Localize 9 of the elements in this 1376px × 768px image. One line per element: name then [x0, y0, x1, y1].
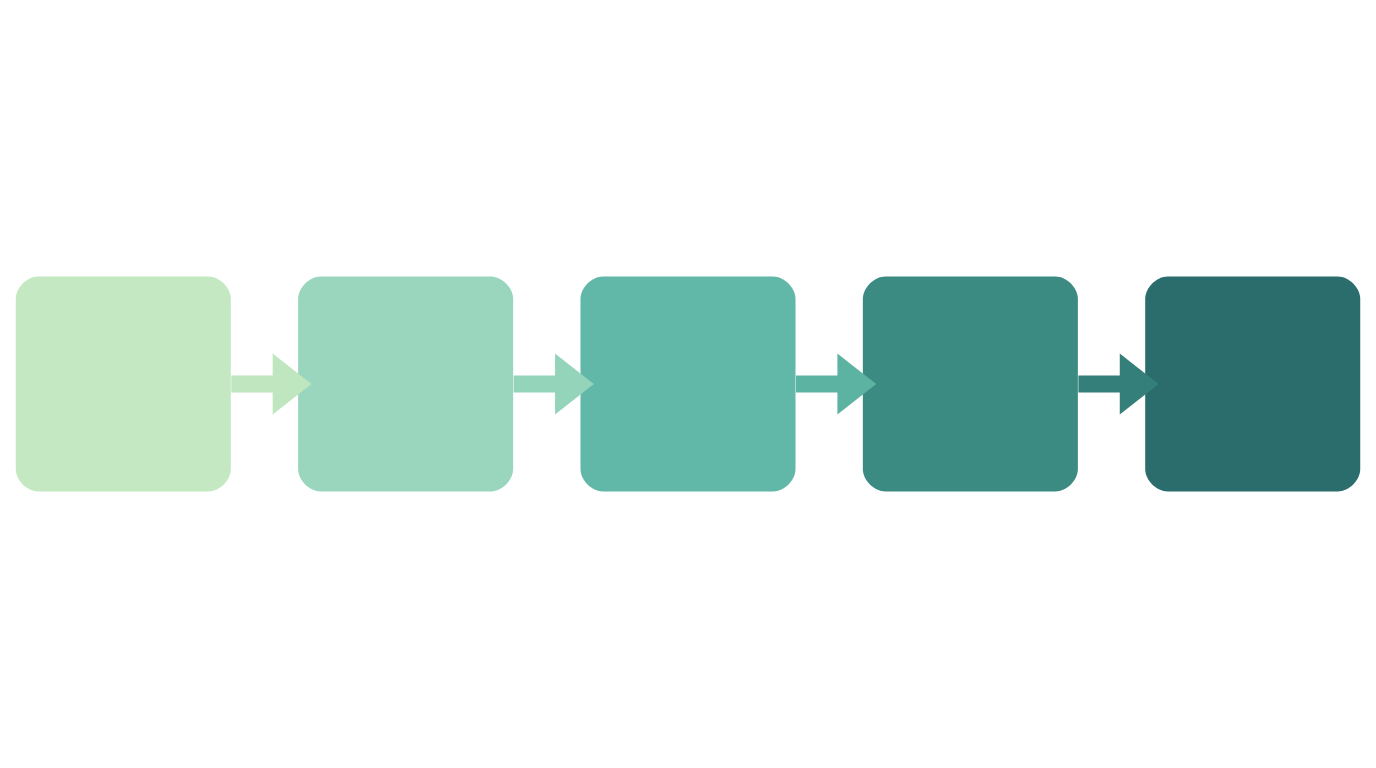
arrow: [231, 353, 312, 415]
node-box: [580, 276, 796, 492]
node-box: [862, 276, 1078, 492]
node-box: [15, 276, 231, 492]
arrow: [513, 353, 594, 415]
arrow: [796, 353, 877, 415]
node-box: [1145, 276, 1361, 492]
node-box: [298, 276, 514, 492]
arrow: [1078, 353, 1159, 415]
